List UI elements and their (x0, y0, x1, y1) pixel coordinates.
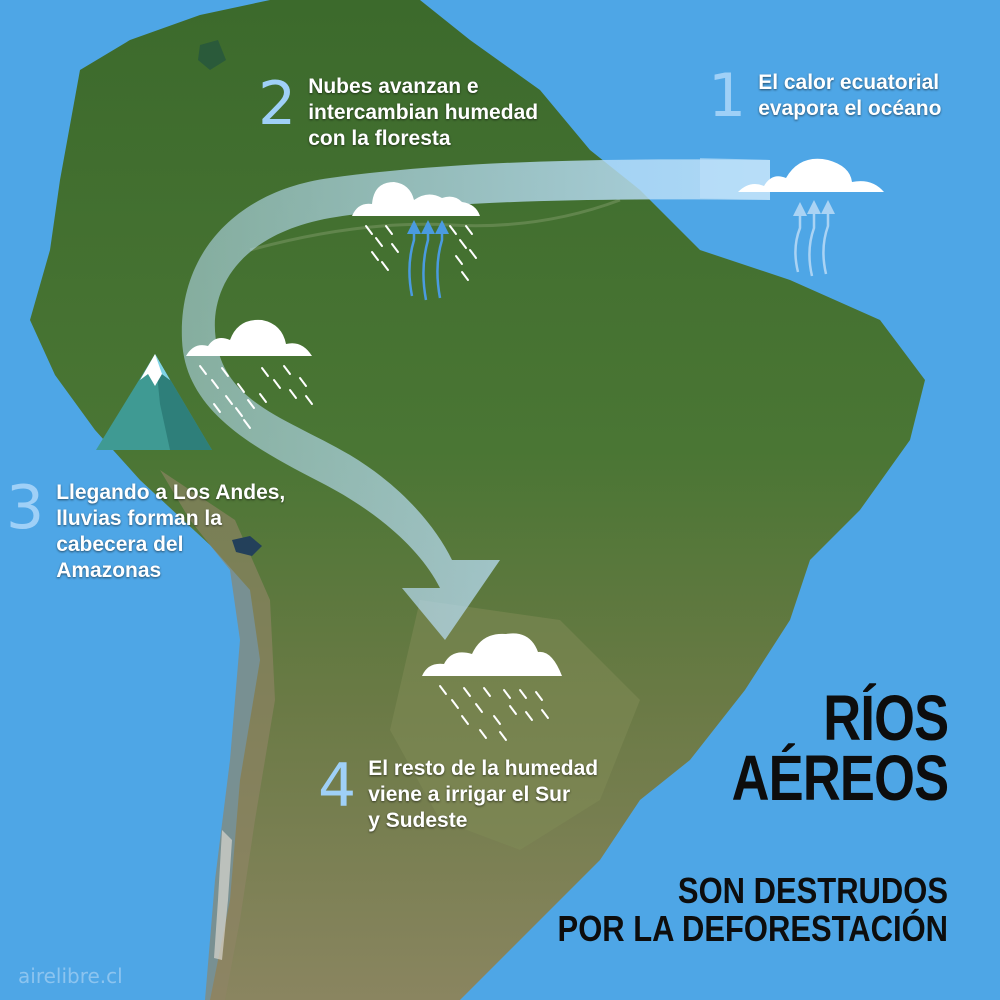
step-number: 1 (708, 61, 747, 131)
cloud-icon (422, 633, 562, 676)
evaporation-arrow-heads (407, 220, 449, 234)
ocean-arrow-tail (700, 158, 770, 200)
step-number: 3 (6, 473, 45, 543)
mountain-icon (96, 354, 212, 450)
step-text: El calor ecuatorial evapora el océano (758, 70, 941, 122)
cloud-icon (352, 182, 480, 216)
step-line: El calor ecuatorial (758, 71, 940, 94)
evaporation-arrow-icon (408, 230, 444, 301)
evaporation-arrow-heads (793, 200, 835, 216)
subtitle-line: SON DESTRUDOS (677, 870, 948, 911)
step-line: Llegando a Los Andes, (56, 481, 286, 504)
rain-icon (199, 365, 313, 429)
andes-snow (214, 830, 232, 960)
amazon-river (249, 198, 621, 252)
step-number: 4 (318, 751, 357, 821)
step-line: y Sudeste (368, 809, 468, 832)
rain-icon (365, 225, 477, 281)
step-line: El resto de la humedad (368, 757, 599, 780)
source-credit: airelibre.cl (18, 964, 123, 988)
step-line: Nubes avanzan e (308, 75, 479, 98)
step-3: 3 Llegando a Los Andes, lluvias forman l… (6, 478, 285, 584)
andes-desert-region (160, 470, 275, 1000)
step-line: con la floresta (308, 127, 451, 150)
main-title-line: RÍOS (822, 682, 949, 754)
step-line: evapora el océano (758, 97, 942, 120)
step-text: Nubes avanzan e intercambian humedad con… (308, 74, 538, 152)
evaporation-arrow-icon (794, 210, 830, 277)
step-1: 1 El calor ecuatorial evapora el océano (708, 66, 941, 126)
step-2: 2 Nubes avanzan e intercambian humedad c… (258, 74, 538, 152)
step-text: El resto de la humedad viene a irrigar e… (368, 756, 598, 834)
step-line: cabecera del (56, 533, 184, 556)
step-line: viene a irrigar el Sur (368, 783, 571, 806)
step-line: intercambian humedad (308, 101, 539, 124)
step-4: 4 El resto de la humedad viene a irrigar… (318, 756, 598, 834)
step-line: lluvias forman la (56, 507, 222, 530)
cloud-icon (186, 319, 312, 356)
main-title-line: AÉREOS (731, 742, 949, 814)
rain-icon (439, 685, 549, 741)
step-line: Amazonas (56, 559, 162, 582)
lake-titicaca (232, 536, 262, 556)
lake-maracaibo (198, 40, 226, 70)
cloud-icon (738, 158, 884, 192)
subtitle: SON DESTRUDOS POR LA DEFORESTACIÓN (494, 872, 948, 948)
step-number: 2 (258, 69, 297, 139)
subtitle-line: POR LA DEFORESTACIÓN (557, 908, 948, 949)
main-title: RÍOS AÉREOS (684, 682, 949, 814)
step-text: Llegando a Los Andes, lluvias forman la … (56, 480, 285, 584)
